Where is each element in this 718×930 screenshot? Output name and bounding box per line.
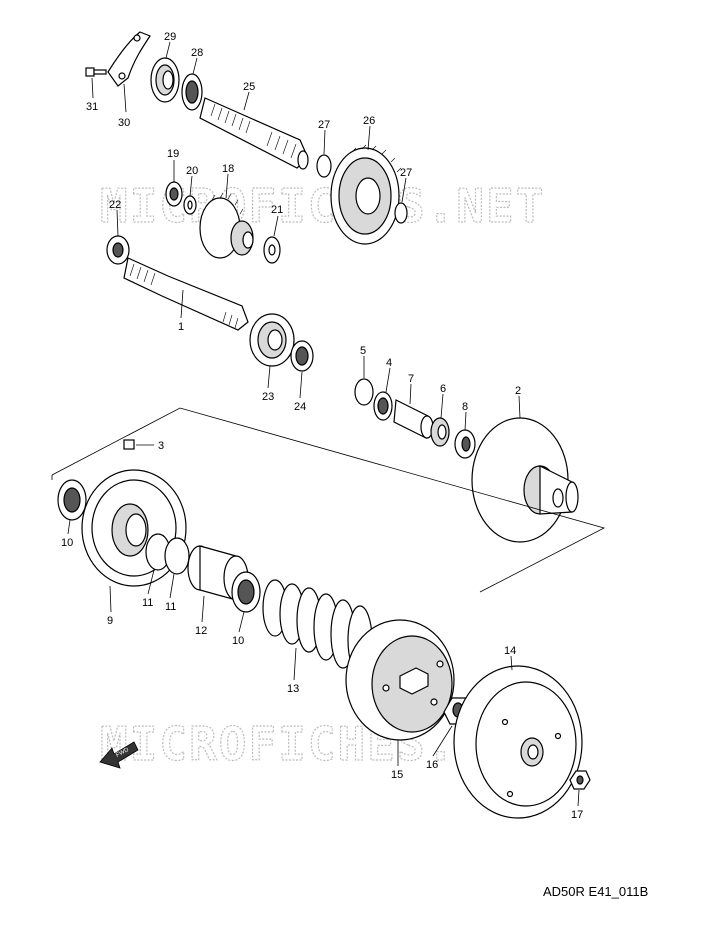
callout-11-left: 11 [142,597,153,609]
callout-13: 13 [287,683,299,695]
oil-seal-10-right[interactable] [231,571,261,613]
callout-12: 12 [195,625,207,637]
circlip-27-upper[interactable] [316,154,332,178]
callout-17: 17 [571,809,583,821]
callout-9: 9 [107,615,113,627]
callout-10-left: 10 [61,537,73,549]
callout-4: 4 [386,357,392,369]
leader-lines [67,41,580,807]
washer-20[interactable] [183,195,197,215]
washer-21[interactable] [263,236,281,264]
callout-8: 8 [462,401,468,413]
callout-labels: 29 28 25 30 31 27 26 27 19 20 18 21 22 1… [61,31,583,821]
callout-20: 20 [186,165,198,177]
drive-shaft-1[interactable] [123,257,249,331]
callout-27-lower: 27 [400,167,412,179]
callout-25: 25 [243,81,255,93]
bearing-8[interactable] [454,429,476,459]
bearing-29[interactable] [150,57,180,103]
o-ring-11-right[interactable] [164,537,190,575]
pin-3[interactable] [123,439,135,450]
callout-11-right: 11 [165,601,176,613]
circlip-5[interactable] [354,378,374,406]
driven-face-2[interactable] [471,417,579,543]
callout-19: 19 [167,148,179,160]
callout-6: 6 [440,383,446,395]
callout-31: 31 [86,101,98,113]
callout-5: 5 [360,345,366,357]
callout-7: 7 [408,373,414,385]
callout-22: 22 [109,199,121,211]
clutch-housing-14[interactable] [453,665,583,819]
bolt-31[interactable] [85,67,107,77]
bearing-19[interactable] [165,181,183,207]
callout-24: 24 [294,401,306,413]
callout-26: 26 [363,115,375,127]
clutch-carrier-15[interactable] [345,619,455,741]
bearing-7[interactable] [393,399,434,439]
bracket-30[interactable] [107,31,151,87]
bearing-22[interactable] [106,235,130,265]
circlip-27-lower[interactable] [394,202,408,224]
figure-code: AD50R E41_011B [543,884,649,899]
bearing-23[interactable] [249,313,295,367]
oil-seal-10-left[interactable] [57,479,87,521]
nut-17[interactable] [569,770,591,790]
assembly-outline [51,407,606,593]
callout-27-upper: 27 [318,119,330,131]
secondary-shaft-25[interactable] [199,97,309,170]
oil-seal-24[interactable] [290,340,314,372]
callout-2: 2 [515,385,521,397]
callout-15: 15 [391,769,403,781]
callout-18: 18 [222,163,234,175]
callout-29: 29 [164,31,176,43]
callout-21: 21 [271,204,283,216]
callout-28: 28 [191,47,203,59]
callout-3: 3 [158,440,164,452]
bearing-6[interactable] [430,417,450,447]
callout-30: 30 [118,117,130,129]
cam-sleeve[interactable] [111,503,149,557]
callout-23: 23 [262,391,274,403]
oil-seal-28[interactable] [181,73,203,111]
gear-18[interactable] [199,192,254,259]
callout-10-right: 10 [232,635,244,647]
callout-16: 16 [426,759,438,771]
gear-26[interactable] [330,144,402,245]
oil-seal-4[interactable] [373,391,393,421]
callout-14: 14 [504,645,516,657]
callout-1: 1 [178,321,184,333]
